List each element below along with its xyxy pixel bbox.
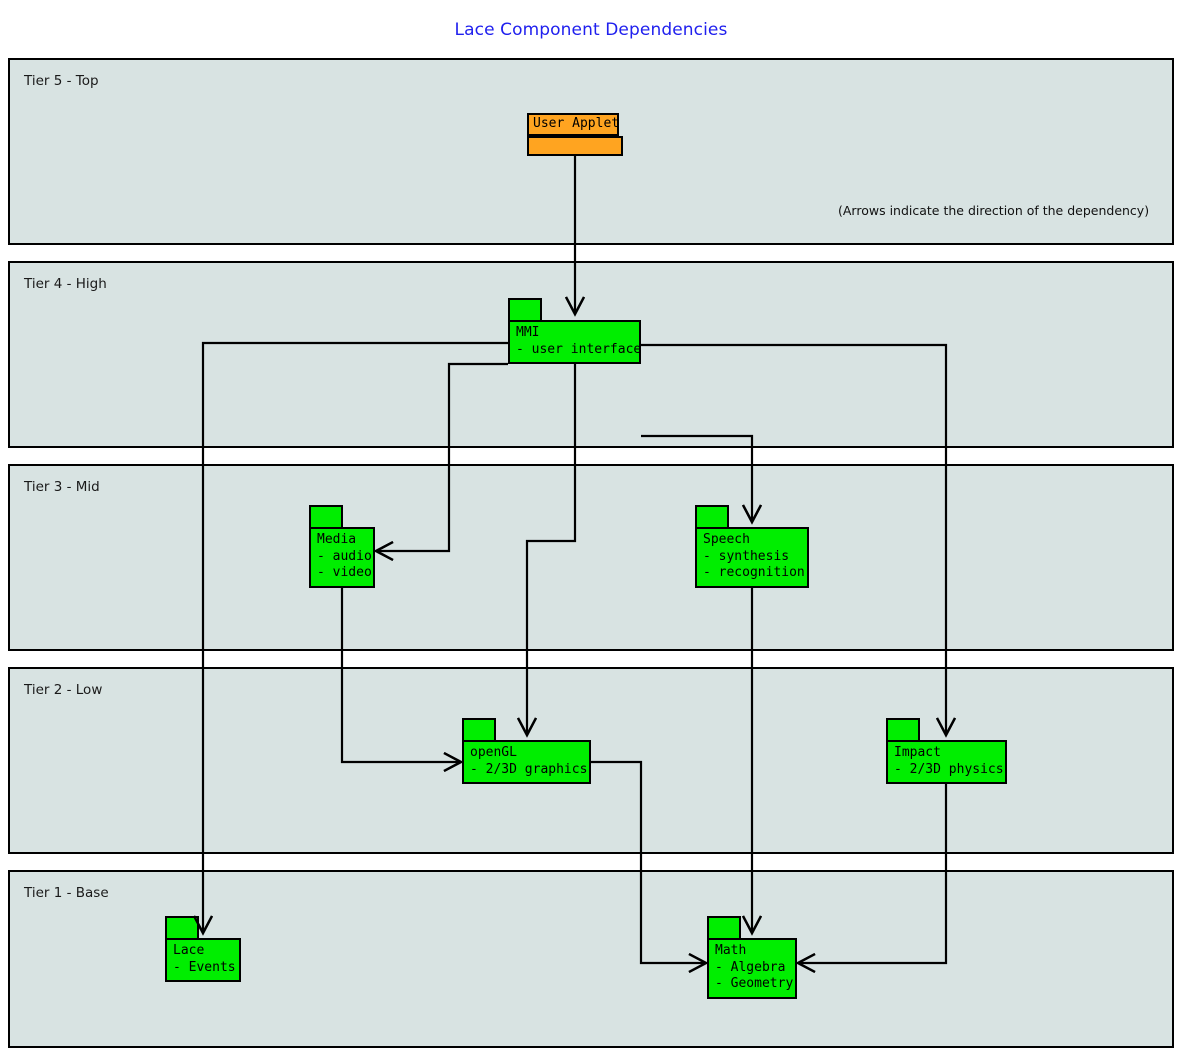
package-body-impact: Impact - 2/3D physics — [886, 740, 1007, 784]
package-label-speech: Speech — [703, 532, 750, 547]
package-detail-opengl-0: - 2/3D graphics — [470, 761, 588, 777]
package-tab-media — [309, 505, 343, 529]
package-tab-math — [707, 916, 741, 940]
package-body-speech: Speech - synthesis - recognition — [695, 527, 809, 588]
package-detail-media-0: - audio — [317, 548, 372, 564]
package-detail-mmi-0: - user interface — [516, 341, 642, 357]
package-body-opengl: openGL - 2/3D graphics — [462, 740, 591, 784]
package-label-mmi: MMI — [516, 325, 540, 340]
tier-label-tier1: Tier 1 - Base — [24, 885, 109, 901]
package-body-mmi: MMI - user interface — [508, 320, 641, 364]
package-detail-lace-0: - Events — [173, 959, 236, 975]
package-label-media: Media — [317, 532, 357, 547]
package-detail-impact-0: - 2/3D physics — [894, 761, 1004, 777]
package-body-media: Media - audio - video — [309, 527, 375, 588]
package-label-opengl: openGL — [470, 745, 517, 760]
tier-label-tier3: Tier 3 - Mid — [24, 479, 100, 495]
package-detail-speech-0: - synthesis — [703, 548, 790, 564]
package-label-user-applet: User Applet — [533, 116, 620, 131]
package-tab-user-applet — [527, 113, 619, 136]
tier-band-tier3: Tier 3 - Mid — [8, 464, 1174, 651]
tier-label-tier5: Tier 5 - Top — [24, 73, 99, 89]
package-tab-mmi — [508, 298, 542, 322]
package-detail-speech-1: - recognition — [703, 565, 805, 581]
package-tab-lace — [165, 916, 199, 940]
tier-label-tier4: Tier 4 - High — [24, 276, 107, 292]
package-detail-math-1: - Geometry — [715, 976, 794, 992]
package-body-user-applet — [527, 136, 623, 156]
package-label-impact: Impact — [894, 745, 941, 760]
package-body-math: Math - Algebra - Geometry — [707, 938, 797, 999]
package-tab-impact — [886, 718, 920, 742]
package-label-lace: Lace — [173, 943, 205, 958]
package-tab-speech — [695, 505, 729, 529]
legend-note: (Arrows indicate the direction of the de… — [838, 203, 1150, 218]
package-body-lace: Lace - Events — [165, 938, 241, 982]
tier-label-tier2: Tier 2 - Low — [24, 682, 103, 698]
package-tab-opengl — [462, 718, 496, 742]
package-label-math: Math — [715, 943, 747, 958]
package-detail-math-0: - Algebra — [715, 959, 786, 975]
package-detail-media-1: - video — [317, 565, 372, 581]
page-title: Lace Component Dependencies — [454, 20, 728, 40]
